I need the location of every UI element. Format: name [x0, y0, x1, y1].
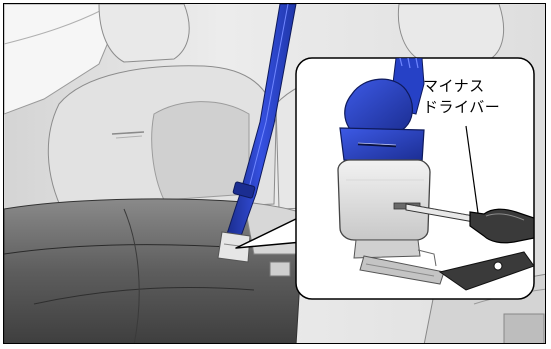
buckle-housing — [338, 160, 430, 240]
label-line-2: ドライバー — [423, 98, 500, 116]
label-line-1: マイナス — [423, 77, 485, 95]
illustration-frame: マイナス ドライバー — [3, 3, 546, 344]
screwdriver-label: マイナス ドライバー — [423, 76, 500, 118]
rear-seat-illustration — [4, 4, 546, 344]
